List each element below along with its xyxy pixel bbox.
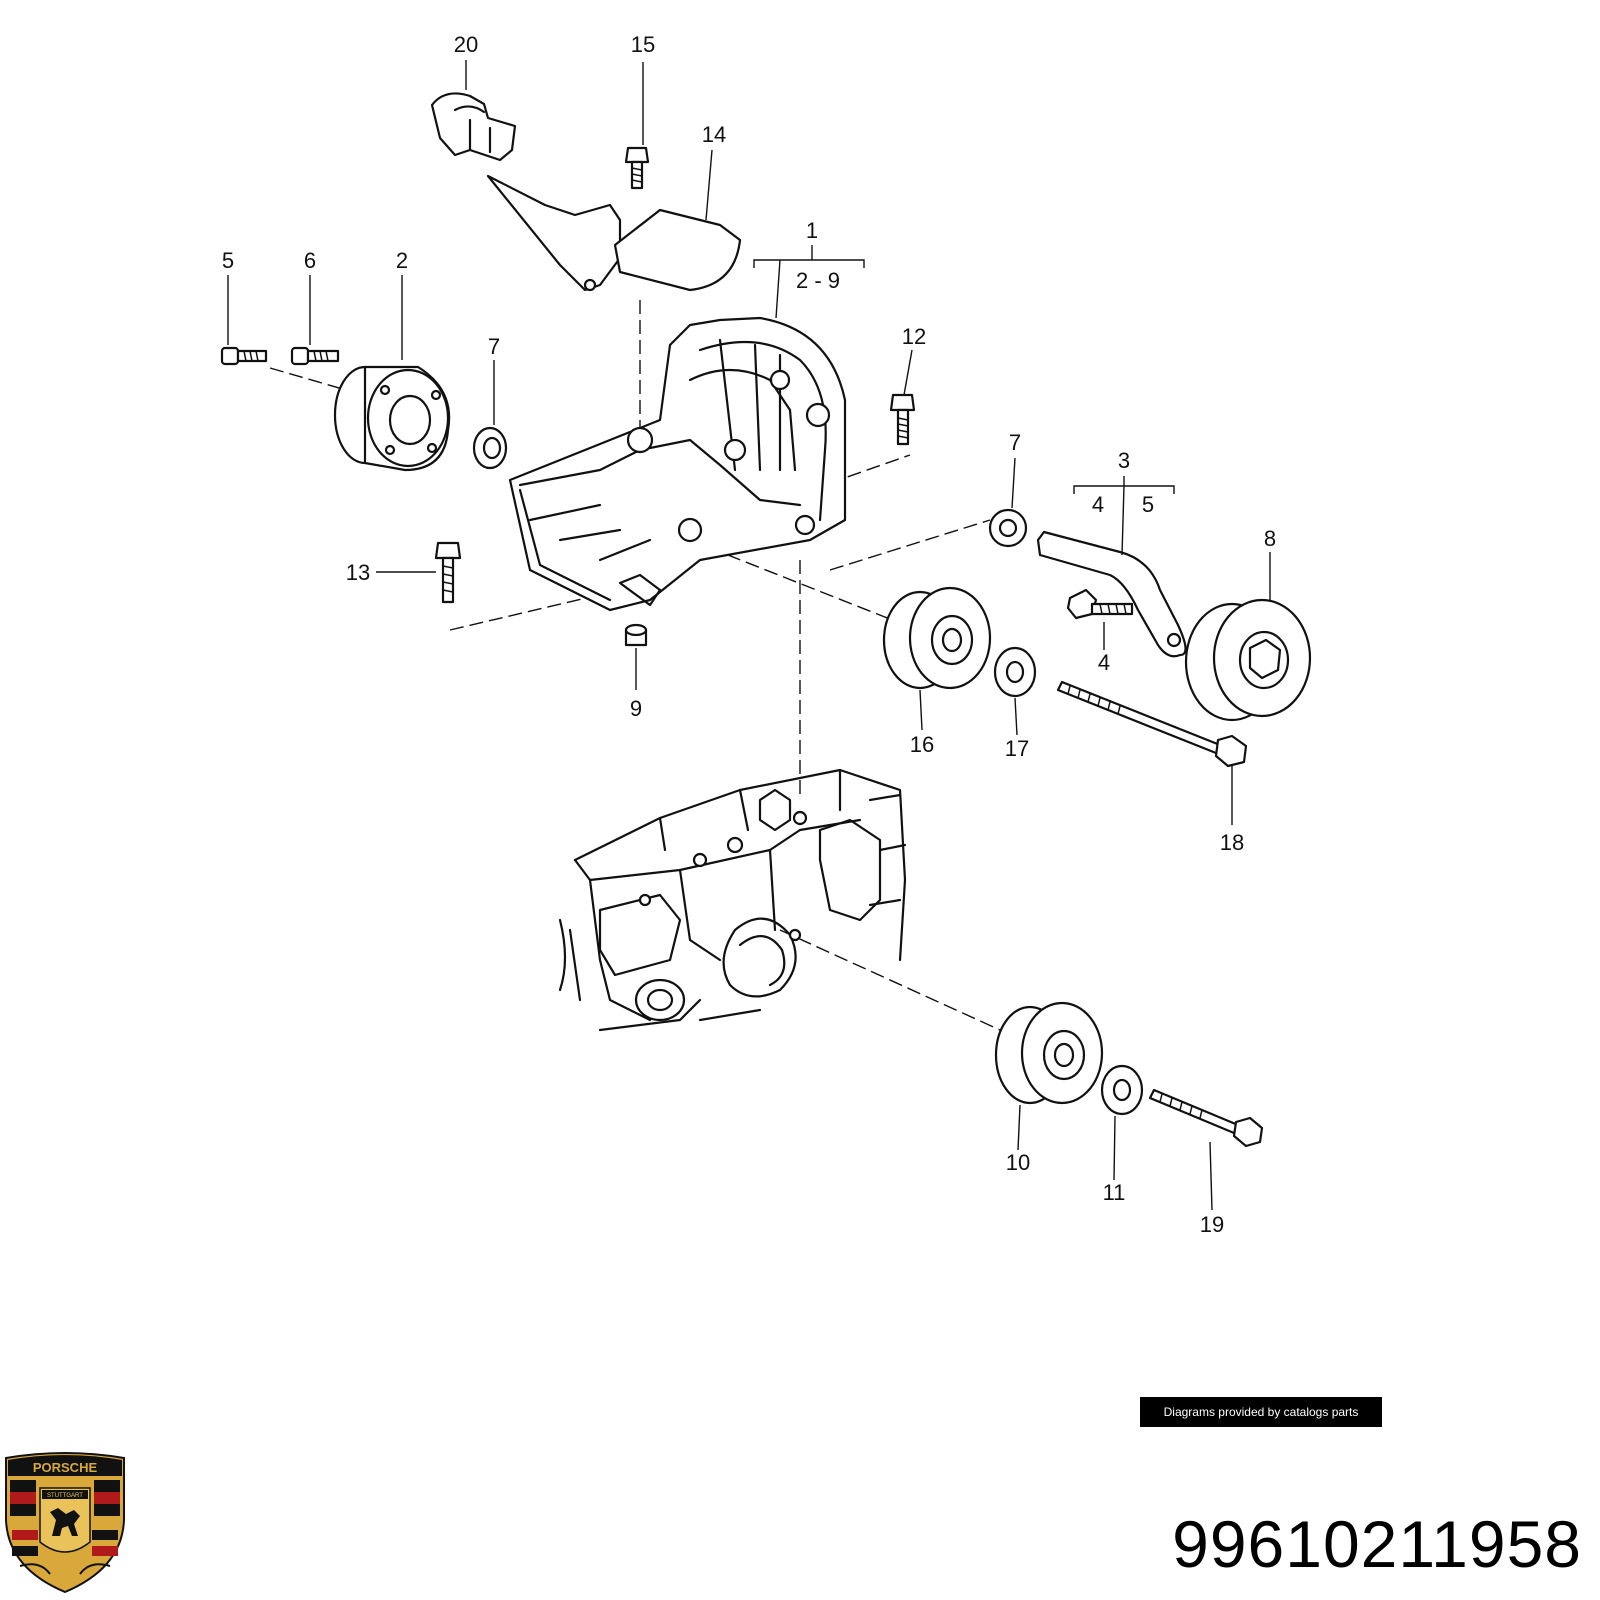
callout-1-range: 2 - 9 bbox=[796, 268, 840, 293]
callout-14: 10 bbox=[1006, 1150, 1030, 1175]
diagram-credit: Diagrams provided by catalogs parts bbox=[1140, 1397, 1382, 1427]
callout-8: 8 bbox=[1264, 526, 1276, 551]
callout-19: 18 bbox=[1220, 830, 1244, 855]
callout-2: 2 bbox=[396, 248, 408, 273]
callout-20: 20 bbox=[454, 32, 478, 57]
callout-9: 9 bbox=[630, 696, 642, 721]
part-11-bolt bbox=[434, 541, 462, 604]
callout-3-sub-5: 5 bbox=[1142, 492, 1154, 517]
part-17-pulley bbox=[882, 586, 992, 690]
part-14-pulley bbox=[994, 1001, 1104, 1105]
callout-18: 17 bbox=[1005, 736, 1029, 761]
callout-3-sub-4: 4 bbox=[1092, 492, 1104, 517]
callout-10: 12 bbox=[902, 324, 926, 349]
part-3-tensioner-arm bbox=[1036, 530, 1187, 658]
part-5-bolt bbox=[220, 346, 268, 366]
callout-5: 5 bbox=[222, 248, 234, 273]
callout-7-left: 7 bbox=[488, 334, 500, 359]
part-8-pulley bbox=[1184, 598, 1312, 722]
callout-16: 19 bbox=[1200, 1212, 1224, 1237]
callout-labels: 20 15 14 1 2 - 9 5 6 2 7 12 7 3 4 5 8 4 … bbox=[222, 32, 1276, 1237]
callout-12: 14 bbox=[702, 122, 726, 147]
part-7-seal-left bbox=[472, 426, 508, 470]
assembly-lines bbox=[269, 300, 1001, 1031]
part-7-seal-right bbox=[988, 508, 1028, 548]
part-13-bolt bbox=[624, 146, 650, 190]
engine-block bbox=[558, 768, 907, 1032]
callout-11: 13 bbox=[346, 560, 370, 585]
part-15-washer bbox=[1100, 1064, 1144, 1116]
part-number: 99610211958 bbox=[1172, 1507, 1582, 1581]
part-2-housing bbox=[333, 365, 451, 472]
callout-3: 3 bbox=[1118, 448, 1130, 473]
callout-4: 4 bbox=[1098, 650, 1110, 675]
part-1-main-bracket bbox=[508, 316, 847, 612]
part-18-washer bbox=[993, 646, 1037, 698]
svg-text:PORSCHE: PORSCHE bbox=[33, 1460, 98, 1475]
callout-1: 1 bbox=[806, 218, 818, 243]
diagram-credit-text: Diagrams provided by catalogs parts bbox=[1163, 1405, 1359, 1419]
part-4-bolt bbox=[1066, 588, 1134, 620]
porsche-crest-logo: PORSCHE STUTTGART bbox=[5, 1452, 125, 1594]
part-16-bolt bbox=[1148, 1088, 1264, 1148]
part-6-bolt bbox=[290, 346, 340, 366]
part-20-clip bbox=[430, 92, 517, 162]
part-12-shield bbox=[486, 174, 742, 292]
callout-7-right: 7 bbox=[1009, 430, 1021, 455]
callout-13: 15 bbox=[631, 32, 655, 57]
callout-17: 16 bbox=[910, 732, 934, 757]
callout-15: 11 bbox=[1103, 1180, 1126, 1205]
leader-lines bbox=[227, 60, 1271, 1211]
part-10-bolt bbox=[889, 393, 916, 446]
part-9-sleeve bbox=[624, 623, 648, 647]
part-19-bolt bbox=[1056, 680, 1248, 768]
svg-text:STUTTGART: STUTTGART bbox=[47, 1493, 83, 1499]
callout-6: 6 bbox=[304, 248, 316, 273]
